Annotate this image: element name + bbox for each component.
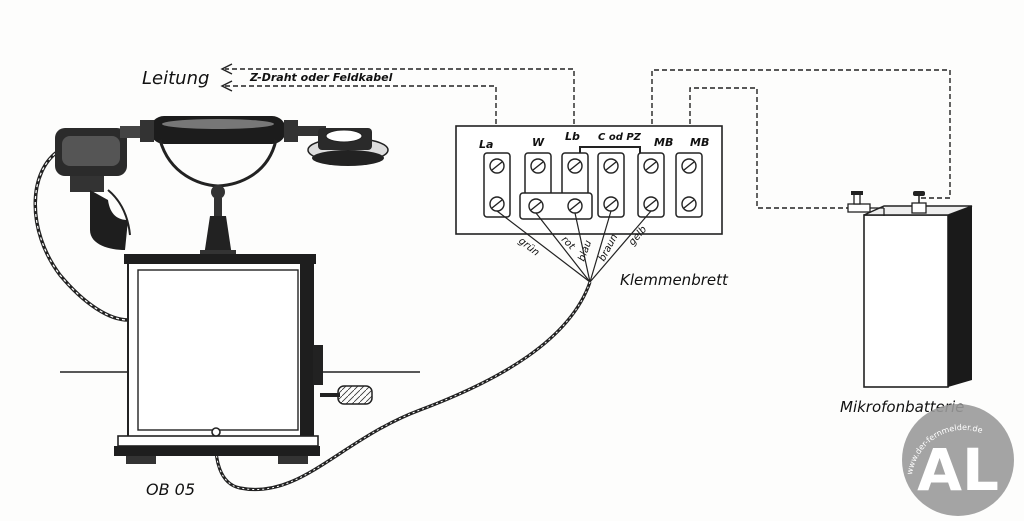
label-terminal-lb: Lb (565, 130, 580, 143)
line-note-label: Z-Draht oder Feldkabel (249, 71, 393, 84)
label-terminal-c: C od PZ (598, 132, 642, 143)
wire-label-green: grün (516, 236, 541, 259)
arrow-head-icon (220, 63, 233, 75)
watermark: www.der-fernmelder.de AL (902, 404, 1014, 516)
terminal-w (524, 152, 552, 196)
line-wire-a (225, 85, 497, 140)
battery-wire-minus (689, 87, 858, 209)
crank-handle-icon (313, 345, 373, 405)
battery-wire-plus (651, 69, 951, 199)
watermark-logo: AL (917, 436, 999, 504)
battery-wires (651, 69, 951, 209)
wire-label-blue: blau (576, 239, 594, 263)
terminal-bridge-w-lb (519, 192, 593, 220)
terminal-lb (561, 152, 589, 196)
terminal-la (483, 152, 511, 218)
microphone-icon (55, 128, 131, 250)
terminal-board: La W Lb C od PZ MB MB (455, 125, 723, 235)
label-terminal-mb1: MB (654, 136, 673, 149)
cable-fan (496, 210, 652, 283)
line-label: Leitung (142, 68, 209, 89)
line-wires (225, 68, 575, 140)
terminal-c (597, 152, 625, 218)
arrow-head-icon (220, 80, 233, 92)
battery (847, 191, 973, 388)
terminal-mb2 (675, 152, 703, 218)
label-terminal-mb2: MB (690, 136, 709, 149)
battery-terminal-minus-icon (847, 191, 885, 216)
telephone (33, 116, 389, 464)
wire-label-red: rot (559, 234, 578, 253)
handset-icon (120, 116, 326, 144)
label-terminal-w: W (532, 136, 545, 149)
earpiece-icon (307, 128, 389, 166)
battery-terminal-plus-icon (911, 191, 927, 214)
cradle-icon (158, 139, 278, 188)
jumper-lb-mb (579, 146, 641, 153)
label-terminal-la: La (479, 138, 493, 151)
terminal-mb1 (637, 152, 665, 218)
terminal-board-label: Klemmenbrett (620, 271, 729, 289)
phone-model-label: OB 05 (146, 480, 195, 499)
